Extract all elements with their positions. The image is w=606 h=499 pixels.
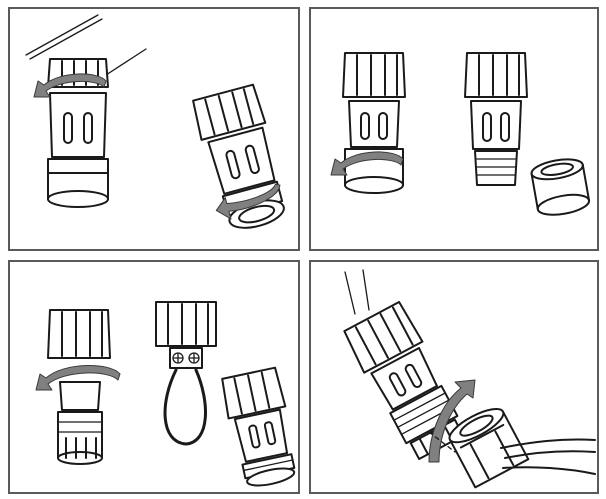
remove-wire-loop-icon [10,262,302,496]
insert-cable-icon [311,262,601,496]
step-3-panel [8,260,300,494]
step-2-panel [309,7,599,251]
remove-nut-icon [311,9,601,253]
unscrew-cap-icon [10,9,302,253]
step-4-panel [309,260,599,494]
step-1-panel [8,7,300,251]
